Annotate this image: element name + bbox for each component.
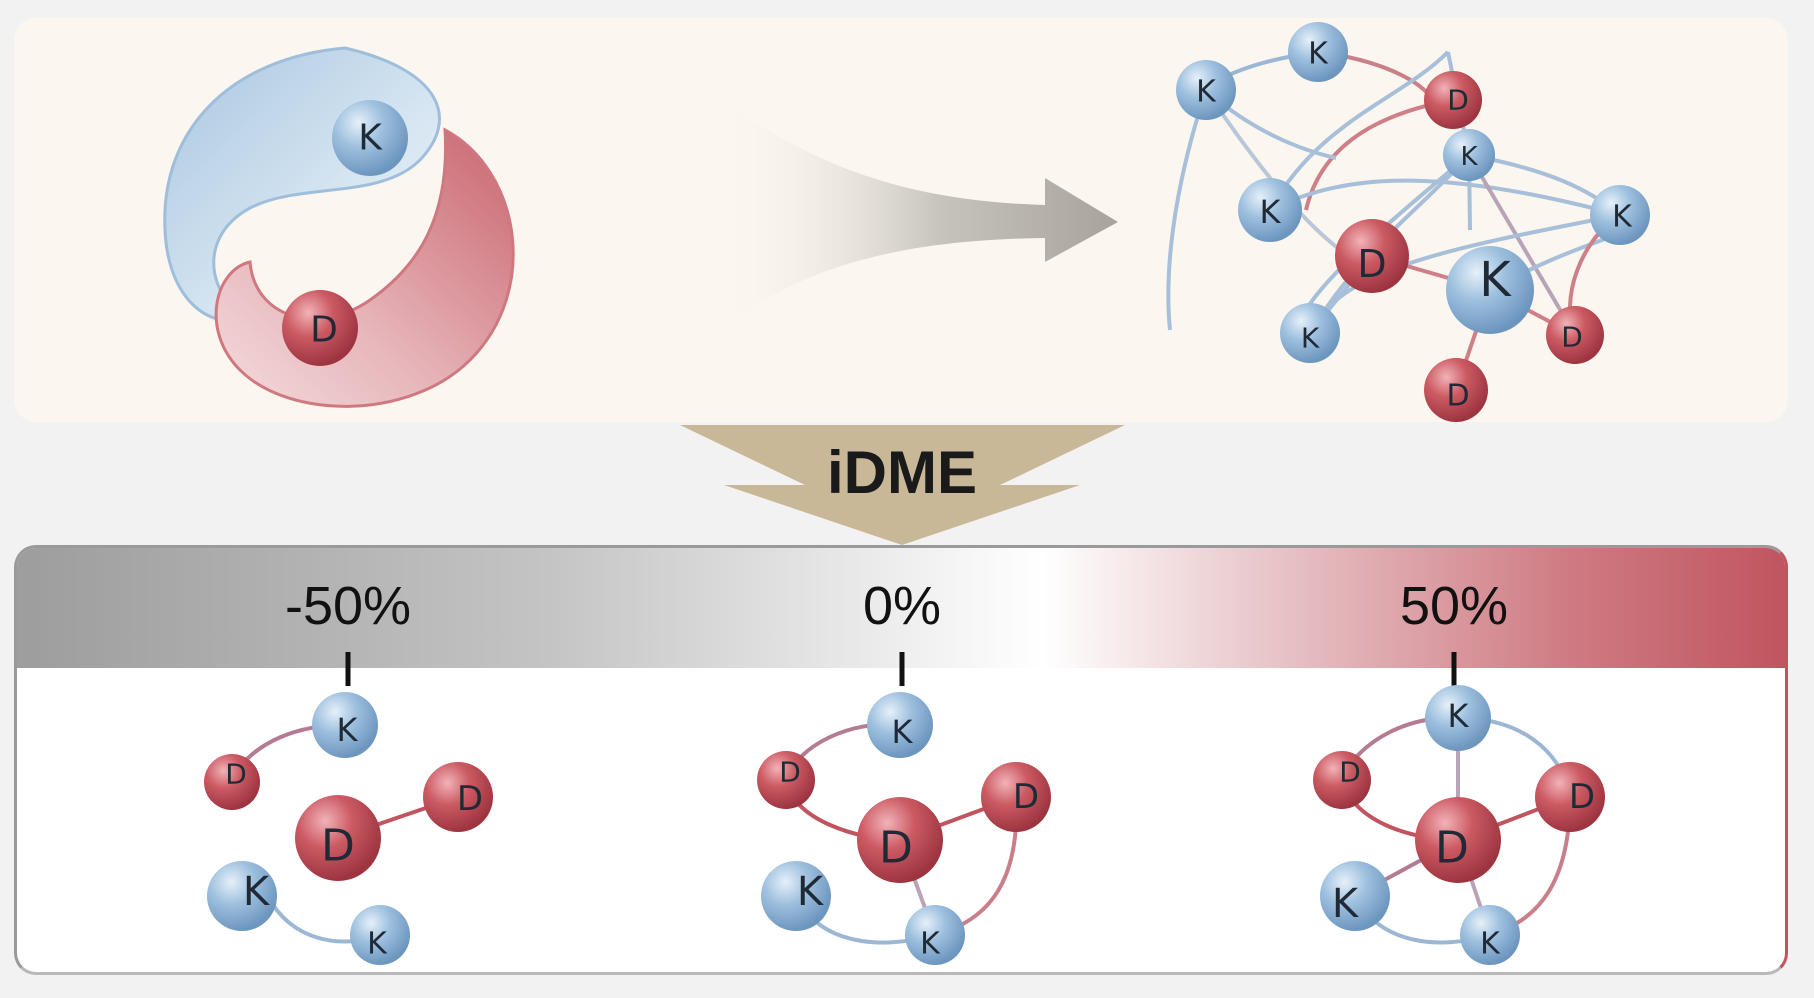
svg-text:D: D — [321, 821, 355, 872]
svg-text:K: K — [1196, 75, 1217, 110]
svg-text:D: D — [1435, 823, 1469, 874]
top-node-d2: D — [1335, 219, 1409, 293]
top-node-k6: K — [1280, 303, 1340, 363]
svg-text:K: K — [243, 869, 271, 915]
svg-text:K: K — [1260, 193, 1282, 231]
svg-text:K: K — [1308, 37, 1329, 72]
svg-text:D: D — [457, 779, 483, 819]
top-node-d3: D — [1546, 306, 1604, 364]
top-node-d1: D — [1424, 71, 1482, 129]
top-node-k1: K — [1288, 22, 1348, 82]
svg-text:K: K — [1480, 927, 1501, 962]
yin-yang-swirl: K D — [163, 46, 515, 408]
network-minus-50: K D D D K K — [204, 692, 493, 965]
svg-text:D: D — [1339, 756, 1361, 789]
svg-text:K: K — [1479, 252, 1512, 308]
svg-text:K: K — [1332, 881, 1360, 927]
scale-ticks — [345, 652, 1457, 686]
idme-funnel — [680, 425, 1125, 545]
svg-text:D: D — [1561, 321, 1583, 354]
svg-text:D: D — [1446, 379, 1469, 414]
network-zero: K D D D K K — [757, 692, 1051, 965]
svg-text:K: K — [797, 869, 825, 915]
svg-text:D: D — [779, 756, 801, 789]
svg-text:D: D — [225, 758, 247, 791]
svg-text:K: K — [920, 927, 941, 962]
idme-label: iDME — [827, 439, 977, 506]
svg-text:K: K — [892, 713, 914, 751]
svg-text:K: K — [1460, 142, 1478, 172]
swirl-k-node — [332, 100, 408, 176]
scale-label-minus-50: -50% — [284, 576, 412, 636]
top-node-k4: K — [1238, 178, 1302, 242]
svg-text:K: K — [1612, 200, 1633, 235]
svg-text:K: K — [1301, 322, 1320, 355]
svg-text:K: K — [337, 711, 359, 749]
svg-text:D: D — [1569, 777, 1595, 817]
swirl-d-node — [282, 290, 358, 366]
transform-arrow — [720, 100, 1118, 330]
bottom-panel — [14, 545, 1788, 975]
svg-text:K: K — [367, 927, 388, 962]
svg-text:D: D — [1357, 242, 1386, 286]
top-node-k-large: K — [1446, 246, 1534, 334]
percentage-gradient-bar — [17, 548, 1785, 668]
swirl-d-label: D — [310, 310, 338, 351]
svg-text:D: D — [1013, 777, 1039, 817]
svg-text:K: K — [1448, 697, 1470, 735]
top-network-nodes: K K D K K K D — [1176, 22, 1650, 422]
svg-text:D: D — [1447, 84, 1469, 117]
scale-label-zero: 0% — [862, 576, 942, 636]
swirl-k-label: K — [358, 118, 383, 159]
top-node-k5: K — [1590, 185, 1650, 245]
scale-label-plus-50: 50% — [1399, 576, 1509, 636]
top-node-k3: K — [1443, 129, 1495, 181]
svg-text:D: D — [879, 823, 913, 874]
top-node-k2: K — [1176, 60, 1236, 120]
network-plus-50: K D D D K K — [1313, 685, 1605, 965]
top-node-d4: D — [1424, 358, 1488, 422]
